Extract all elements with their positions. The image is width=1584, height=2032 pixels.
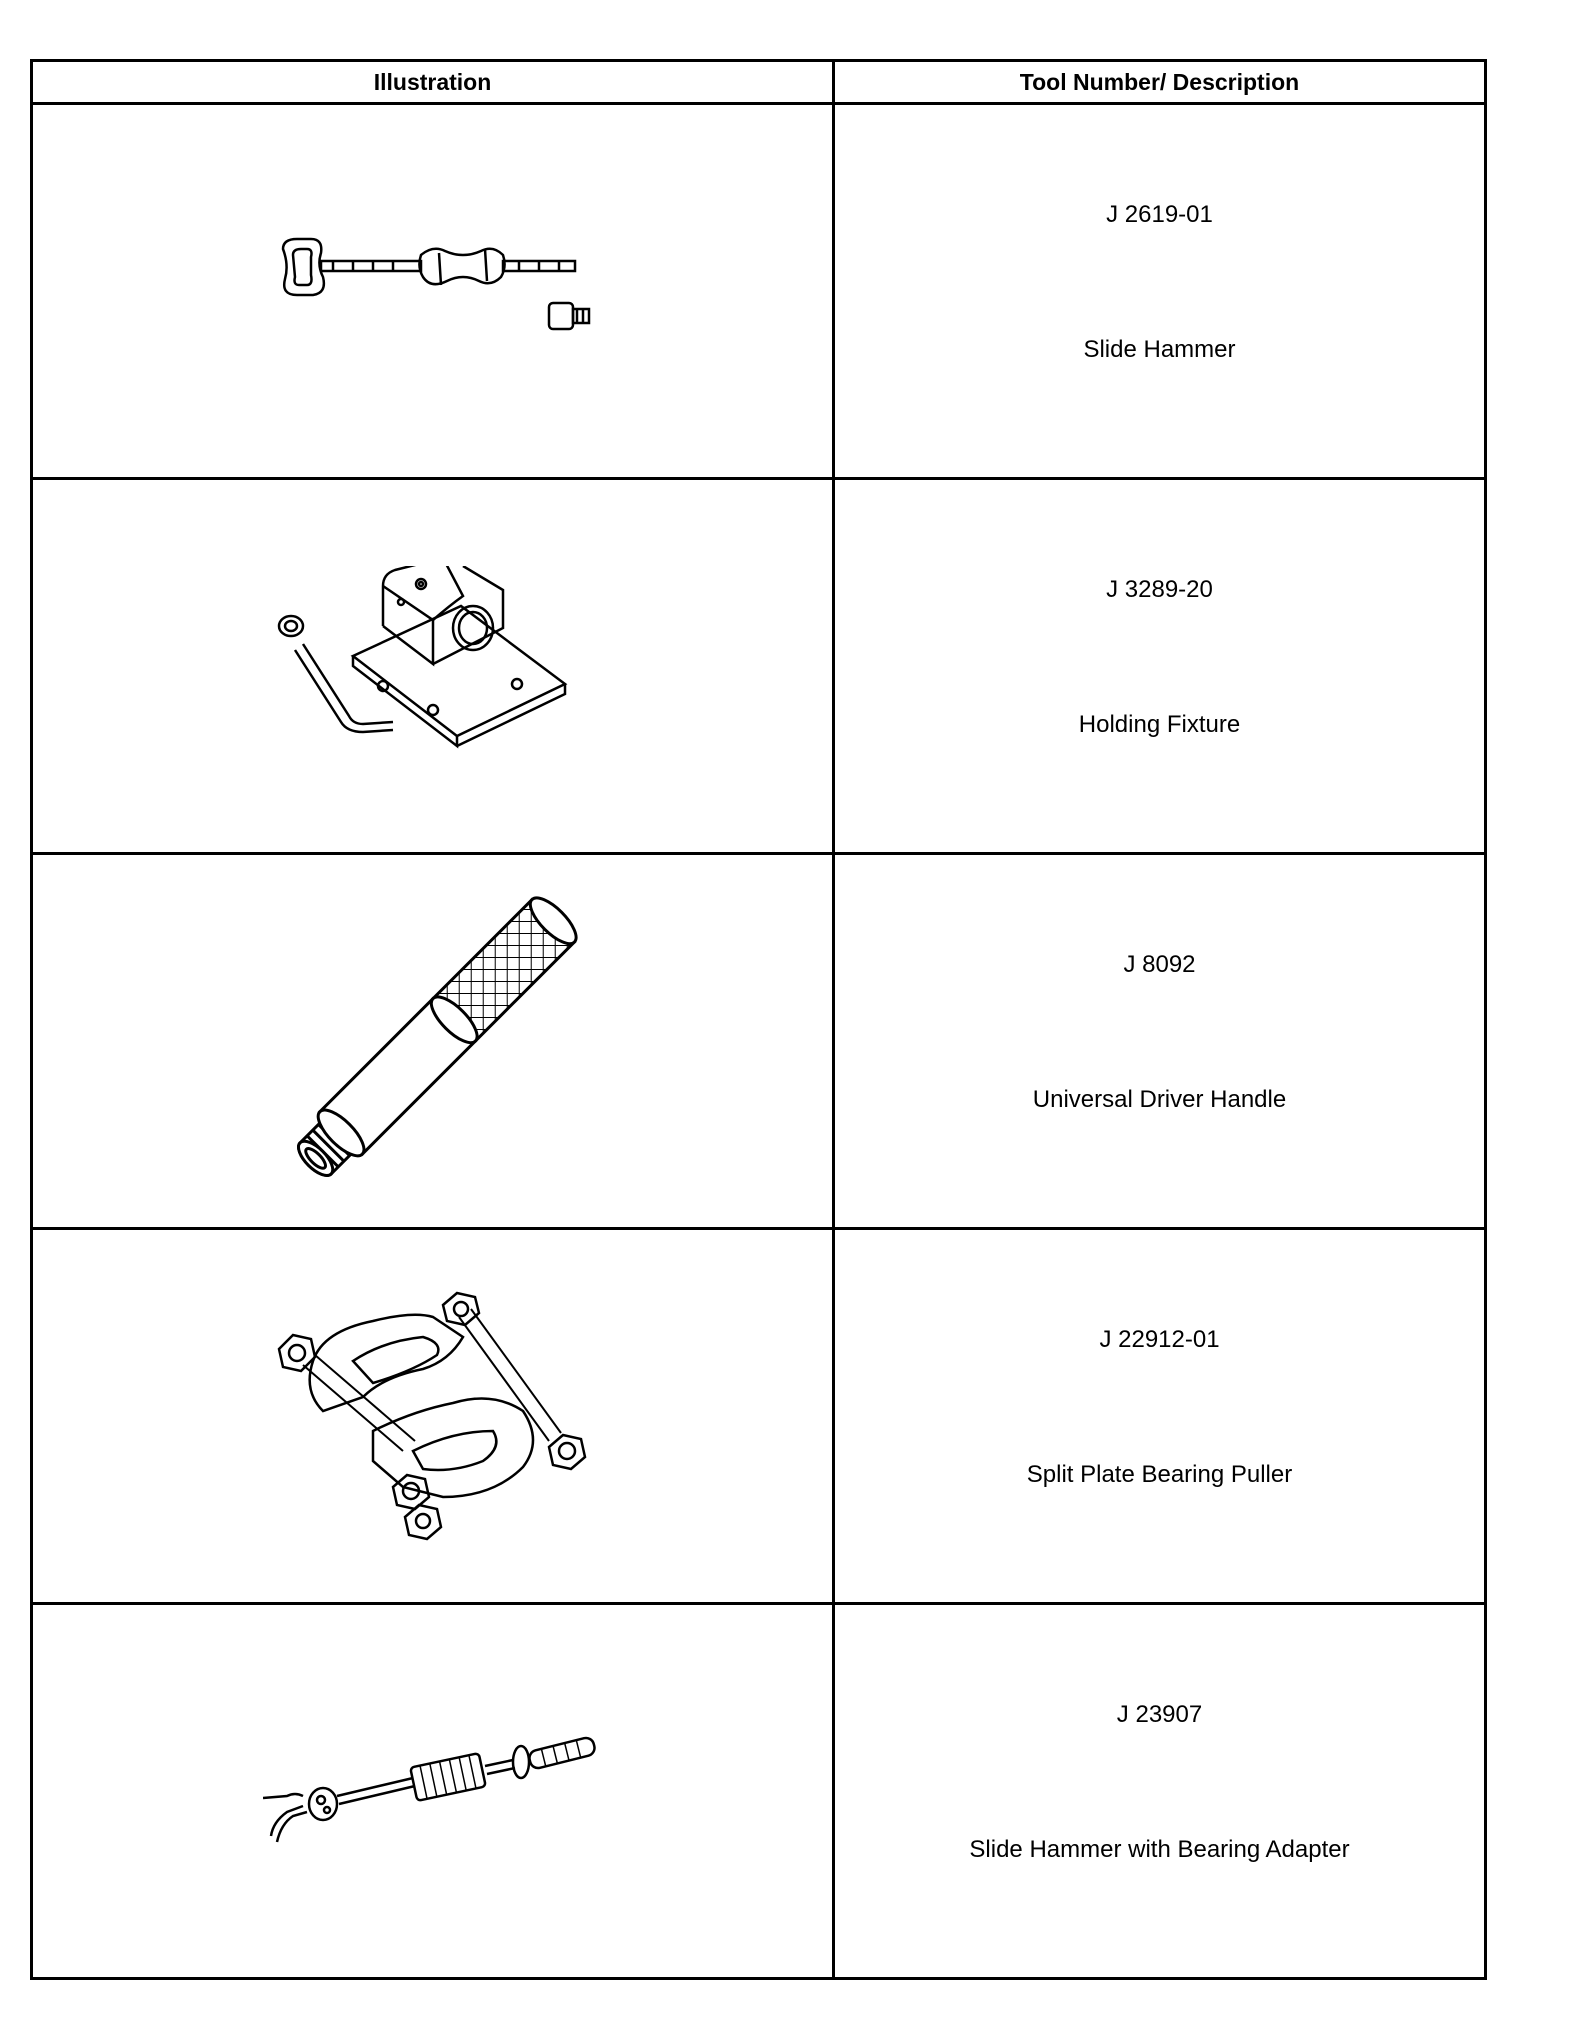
table-row: J 8092 Universal Driver Handle bbox=[30, 852, 1487, 1230]
description-cell: J 2619-01 Slide Hammer bbox=[832, 102, 1487, 480]
description-cell: J 22912-01 Split Plate Bearing Puller bbox=[832, 1227, 1487, 1605]
slide-hammer-icon bbox=[281, 237, 590, 331]
tool-number: J 23907 bbox=[1116, 1701, 1203, 1728]
description-cell: J 8092 Universal Driver Handle bbox=[832, 852, 1487, 1230]
description-cell: J 3289-20 Holding Fixture bbox=[832, 477, 1487, 855]
special-tools-table: Illustration Tool Number/ Description bbox=[30, 59, 1487, 1980]
tool-name: Slide Hammer bbox=[1083, 336, 1236, 363]
illustration-cell bbox=[30, 1227, 835, 1605]
tool-number: J 22912-01 bbox=[1099, 1326, 1220, 1353]
bearing-puller-icon bbox=[277, 1291, 586, 1541]
table-row: J 3289-20 Holding Fixture bbox=[30, 477, 1487, 855]
table-row: J 22912-01 Split Plate Bearing Puller bbox=[30, 1227, 1487, 1605]
table-row: J 23907 Slide Hammer with Bearing Adapte… bbox=[30, 1602, 1487, 1980]
description-header: Tool Number/ Description bbox=[832, 59, 1487, 105]
tool-name: Slide Hammer with Bearing Adapter bbox=[969, 1836, 1350, 1863]
illustration-cell bbox=[30, 477, 835, 855]
holding-fixture-icon bbox=[277, 566, 567, 749]
slide-hammer-adapter-icon bbox=[262, 1736, 596, 1843]
tool-name: Universal Driver Handle bbox=[1032, 1086, 1287, 1113]
table-row: J 2619-01 Slide Hammer bbox=[30, 102, 1487, 480]
tool-name: Split Plate Bearing Puller bbox=[1026, 1461, 1293, 1488]
illustration-header: Illustration bbox=[30, 59, 835, 105]
driver-handle-icon bbox=[296, 896, 578, 1177]
tool-number: J 2619-01 bbox=[1106, 201, 1213, 228]
description-cell: J 23907 Slide Hammer with Bearing Adapte… bbox=[832, 1602, 1487, 1980]
table-header-row: Illustration Tool Number/ Description bbox=[30, 59, 1487, 105]
tool-number: J 8092 bbox=[1123, 951, 1196, 978]
illustration-cell bbox=[30, 102, 835, 480]
tool-name: Holding Fixture bbox=[1078, 711, 1241, 738]
tool-number: J 3289-20 bbox=[1106, 576, 1213, 603]
illustration-cell bbox=[30, 852, 835, 1230]
illustration-cell bbox=[30, 1602, 835, 1980]
